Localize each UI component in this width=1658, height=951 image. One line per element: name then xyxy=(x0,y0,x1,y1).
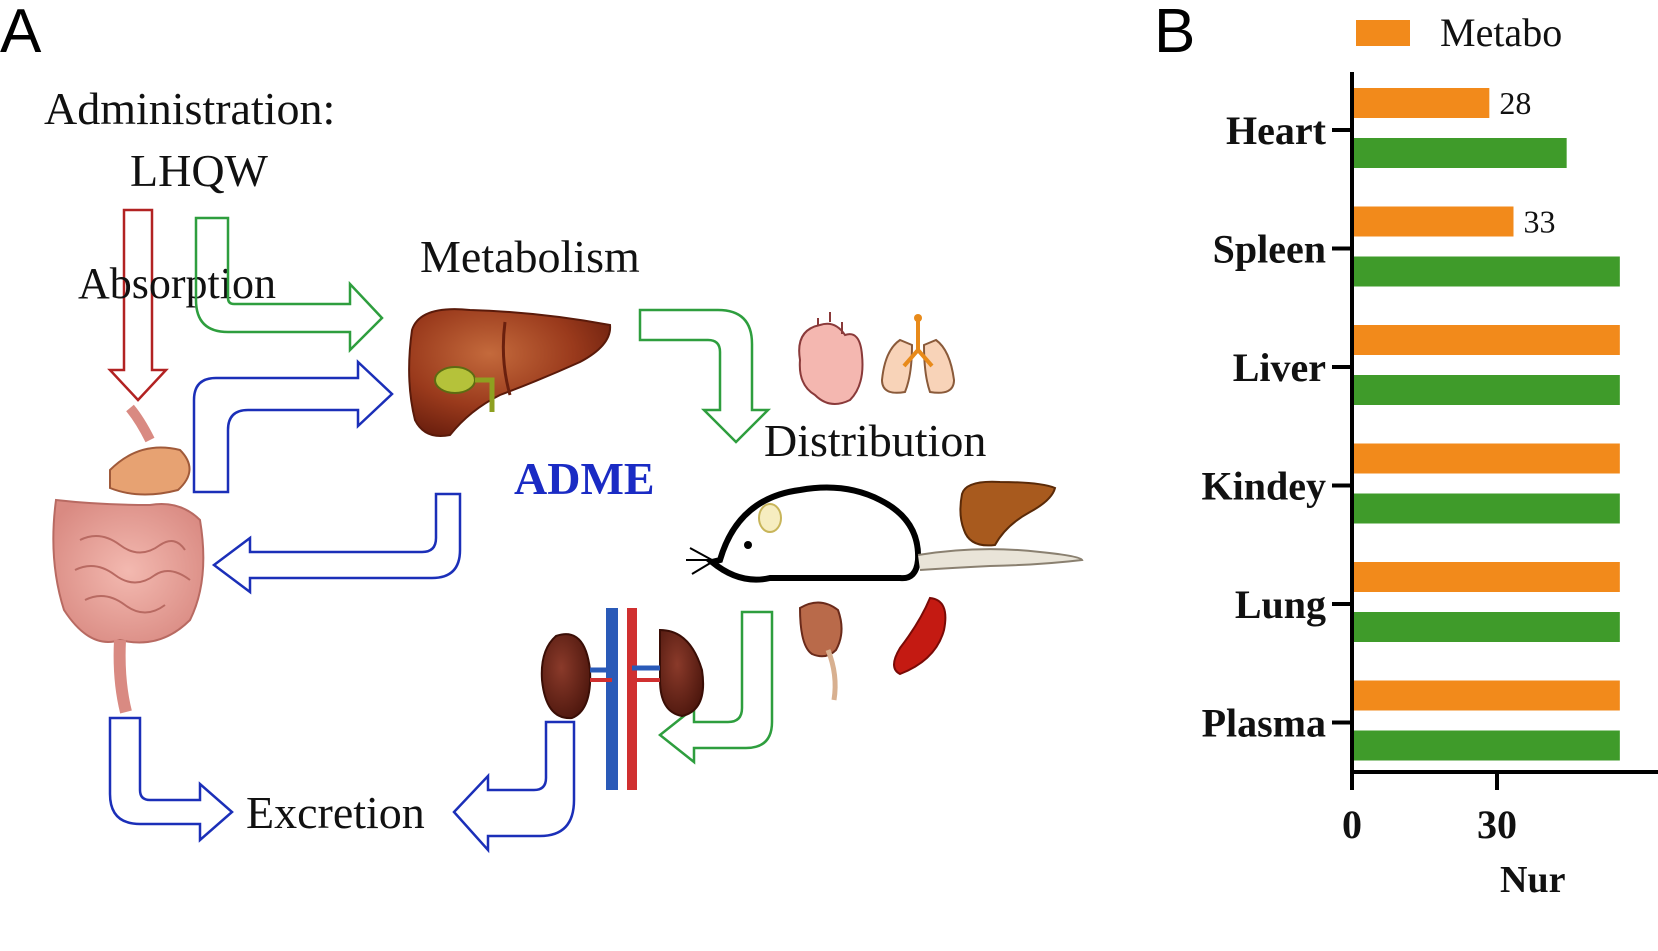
absorption-arrow xyxy=(107,208,169,402)
liver-icon xyxy=(408,308,612,437)
bar-metabolite xyxy=(1354,562,1620,592)
drug-label: LHQW xyxy=(130,145,269,196)
metabolism-label: Metabolism xyxy=(420,231,640,282)
bar-metabolite xyxy=(1354,88,1490,118)
bar-value-label: 33 xyxy=(1524,204,1556,240)
bar-value-label: 28 xyxy=(1499,85,1531,121)
x-tick-label: 0 xyxy=(1342,802,1362,847)
distribution-to-excretion-arrow xyxy=(657,610,774,765)
bar-series-2 xyxy=(1354,256,1620,287)
bar-series-2 xyxy=(1354,730,1620,761)
bar-series-2 xyxy=(1354,612,1620,642)
category-label: Plasma xyxy=(1202,701,1326,746)
metabolism-to-distribution-arrow xyxy=(638,308,772,444)
legend-swatch-metabolite xyxy=(1356,20,1410,46)
bar-metabolite xyxy=(1354,680,1620,711)
bar-metabolite xyxy=(1354,206,1514,237)
spleen-icon xyxy=(893,596,947,676)
category-label: Lung xyxy=(1235,582,1326,627)
lungs-icon xyxy=(880,314,956,394)
bar-series-2 xyxy=(1354,375,1620,405)
bar-series-2 xyxy=(1354,138,1567,168)
gut-to-excretion-arrow xyxy=(108,716,234,843)
absorption-label: Absorption xyxy=(78,259,276,308)
kidney-icon xyxy=(798,601,843,701)
bar-series-2 xyxy=(1354,493,1620,524)
mouse-icon xyxy=(686,484,1084,583)
adme-label: ADME xyxy=(514,453,655,504)
x-tick-label: 30 xyxy=(1477,802,1517,847)
admin-to-metabolism-arrow xyxy=(194,216,384,354)
panel-a-letter: A xyxy=(0,0,42,66)
bar-metabolite xyxy=(1354,443,1620,474)
distribution-label: Distribution xyxy=(764,415,986,466)
gi-tract-icon xyxy=(52,404,205,714)
category-label: Kindey xyxy=(1202,464,1326,509)
kidneys-vessels-icon xyxy=(540,608,704,790)
category-label: Spleen xyxy=(1213,227,1326,272)
excretion-label: Excretion xyxy=(246,787,425,838)
category-label: Liver xyxy=(1233,345,1326,390)
small-liver-icon xyxy=(959,480,1057,547)
kidney-to-excretion-arrow xyxy=(452,720,576,854)
gut-to-liver-arrow xyxy=(192,359,394,494)
administration-label: Administration: xyxy=(44,83,335,134)
heart-icon xyxy=(798,312,864,405)
liver-to-gut-arrow xyxy=(211,492,462,595)
panel-b-letter: B xyxy=(1154,0,1195,66)
legend-label-metabolite: Metabo xyxy=(1440,10,1562,55)
category-label: Heart xyxy=(1226,108,1327,153)
x-axis-label: Nur xyxy=(1500,859,1566,901)
bar-metabolite xyxy=(1354,325,1620,355)
